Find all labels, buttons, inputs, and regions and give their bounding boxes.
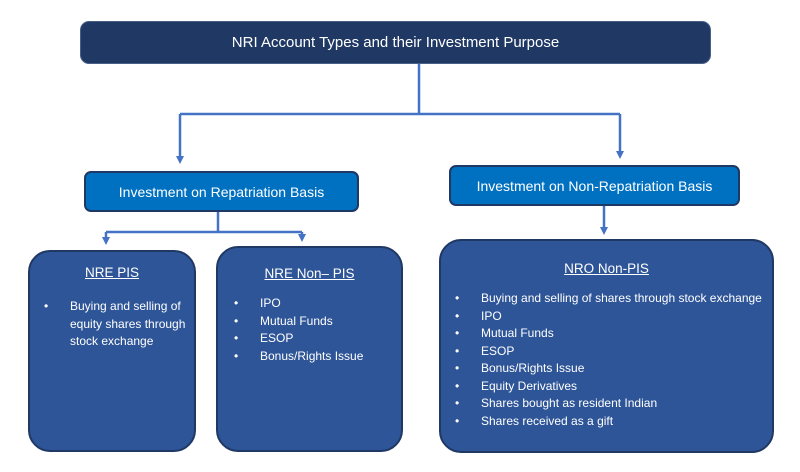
- list-item: IPO: [455, 308, 773, 326]
- nre-pis-card: NRE PIS Buying and selling of equity sha…: [28, 250, 196, 452]
- list-item: Bonus/Rights Issue: [455, 360, 773, 378]
- non-repatriation-basis-box: Investment on Non-Repatriation Basis: [449, 165, 740, 206]
- nro-non-pis-title: NRO Non-PIS: [564, 261, 649, 276]
- nre-non-pis-title: NRE Non– PIS: [264, 266, 355, 281]
- list-item: Mutual Funds: [234, 313, 399, 331]
- list-item: Buying and selling of shares through sto…: [455, 290, 773, 308]
- list-item: Shares received as a gift: [455, 413, 773, 431]
- nre-non-pis-list: IPO Mutual Funds ESOP Bonus/Rights Issue: [234, 295, 399, 365]
- list-item: ESOP: [455, 343, 773, 361]
- list-item: Buying and selling of equity shares thro…: [44, 298, 194, 351]
- diagram-title: NRI Account Types and their Investment P…: [80, 21, 711, 64]
- list-item: Equity Derivatives: [455, 378, 773, 396]
- repatriation-basis-box: Investment on Repatriation Basis: [84, 171, 359, 212]
- list-item: ESOP: [234, 330, 399, 348]
- nre-pis-list: Buying and selling of equity shares thro…: [44, 298, 194, 351]
- list-item: Bonus/Rights Issue: [234, 348, 399, 366]
- list-item: IPO: [234, 295, 399, 313]
- list-item: Shares bought as resident Indian: [455, 395, 773, 413]
- nre-non-pis-card: NRE Non– PIS IPO Mutual Funds ESOP Bonus…: [216, 246, 403, 452]
- nre-pis-title: NRE PIS: [84, 265, 139, 280]
- connector-repatriation-split: [106, 212, 302, 234]
- nro-non-pis-list: Buying and selling of shares through sto…: [455, 290, 773, 430]
- nro-non-pis-card: NRO Non-PIS Buying and selling of shares…: [439, 239, 774, 453]
- list-item: Mutual Funds: [455, 325, 773, 343]
